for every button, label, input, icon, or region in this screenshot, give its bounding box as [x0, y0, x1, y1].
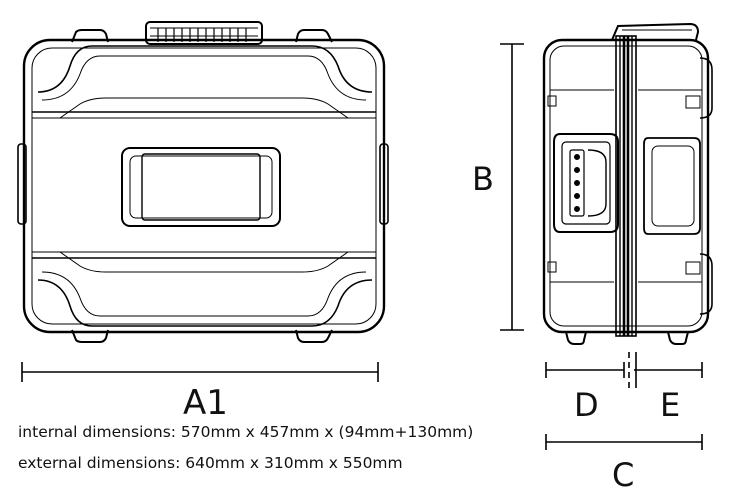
- side-handle-recess: [643, 137, 701, 235]
- label-a1: A1: [183, 383, 228, 423]
- lid-seam: [615, 35, 637, 337]
- dimension-line-b: [500, 43, 524, 331]
- case-shell: [22, 38, 386, 334]
- dimension-line-d-e: [545, 352, 703, 388]
- dimension-line-c: [545, 434, 703, 450]
- internal-dimensions-text: internal dimensions: 570mm x 457mm x (94…: [18, 423, 474, 441]
- label-d: D: [574, 386, 599, 424]
- label-e: E: [660, 386, 681, 424]
- external-dimensions-text: external dimensions: 640mm x 310mm x 550…: [18, 454, 403, 472]
- dimension-line-a1: [21, 362, 379, 382]
- front-handle: [121, 147, 281, 227]
- case-front-view: [17, 21, 389, 343]
- case-side-view: [542, 22, 713, 345]
- label-b: B: [472, 160, 494, 198]
- side-latch: [553, 133, 619, 233]
- label-c: C: [612, 456, 635, 494]
